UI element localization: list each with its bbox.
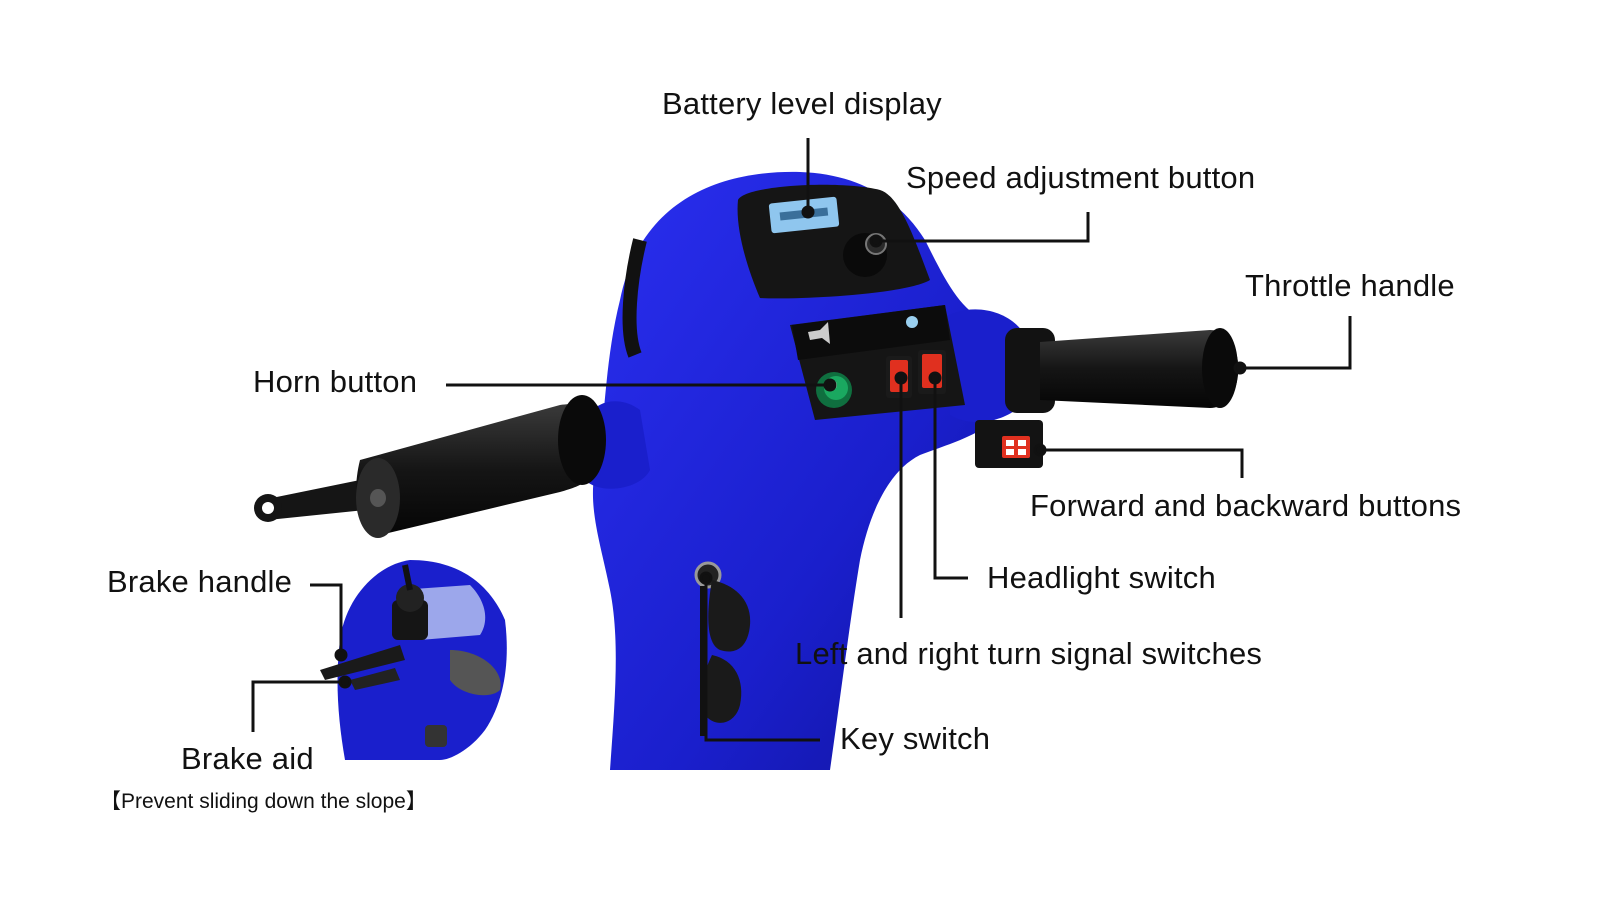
label-brake-aid: Brake aid (181, 741, 314, 776)
label-throttle-handle: Throttle handle (1245, 268, 1455, 303)
key-icon (694, 561, 751, 736)
label-horn-button: Horn button (253, 364, 418, 399)
leader-horn-dot (823, 378, 837, 392)
horn-icon (808, 322, 830, 344)
leader-brake-aid (251, 680, 345, 732)
leader-key-dot (699, 571, 713, 585)
leader-speed (876, 212, 1090, 243)
leader-battery-dot (801, 205, 815, 219)
leader-forward-dot (1033, 443, 1047, 457)
label-brake-aid-note: 【Prevent sliding down the slope】 (100, 790, 427, 813)
leader-speed-dot (869, 234, 883, 248)
leader-brake-handle-dot (334, 648, 348, 662)
label-key-switch: Key switch (840, 721, 991, 756)
label-forward-backward-buttons: Forward and backward buttons (1030, 488, 1462, 523)
leader-brake-aid-dot (338, 675, 352, 689)
leader-throttle (1240, 316, 1352, 370)
leader-key (704, 578, 820, 742)
left-grip (254, 395, 606, 538)
label-turn-signal-switches: Left and right turn signal switches (795, 636, 1263, 671)
forward-backward-switch[interactable] (975, 420, 1043, 468)
leader-lines (251, 138, 1352, 742)
leader-throttle-dot (1233, 361, 1247, 375)
throttle-grip (1005, 328, 1239, 413)
indicator-light (906, 316, 918, 328)
leader-turn-dot (894, 371, 908, 385)
leader-brake-handle (310, 583, 343, 655)
headlight-rocker[interactable] (918, 350, 946, 394)
label-brake-handle: Brake handle (107, 564, 293, 599)
cable (622, 238, 647, 358)
leader-forward (1040, 448, 1244, 478)
brake-inset (320, 560, 507, 760)
leader-headlight (933, 378, 968, 580)
label-speed-adjustment-button: Speed adjustment button (906, 160, 1256, 195)
label-battery-level-display: Battery level display (662, 86, 942, 121)
leader-headlight-dot (928, 371, 942, 385)
label-headlight-switch: Headlight switch (987, 560, 1216, 595)
